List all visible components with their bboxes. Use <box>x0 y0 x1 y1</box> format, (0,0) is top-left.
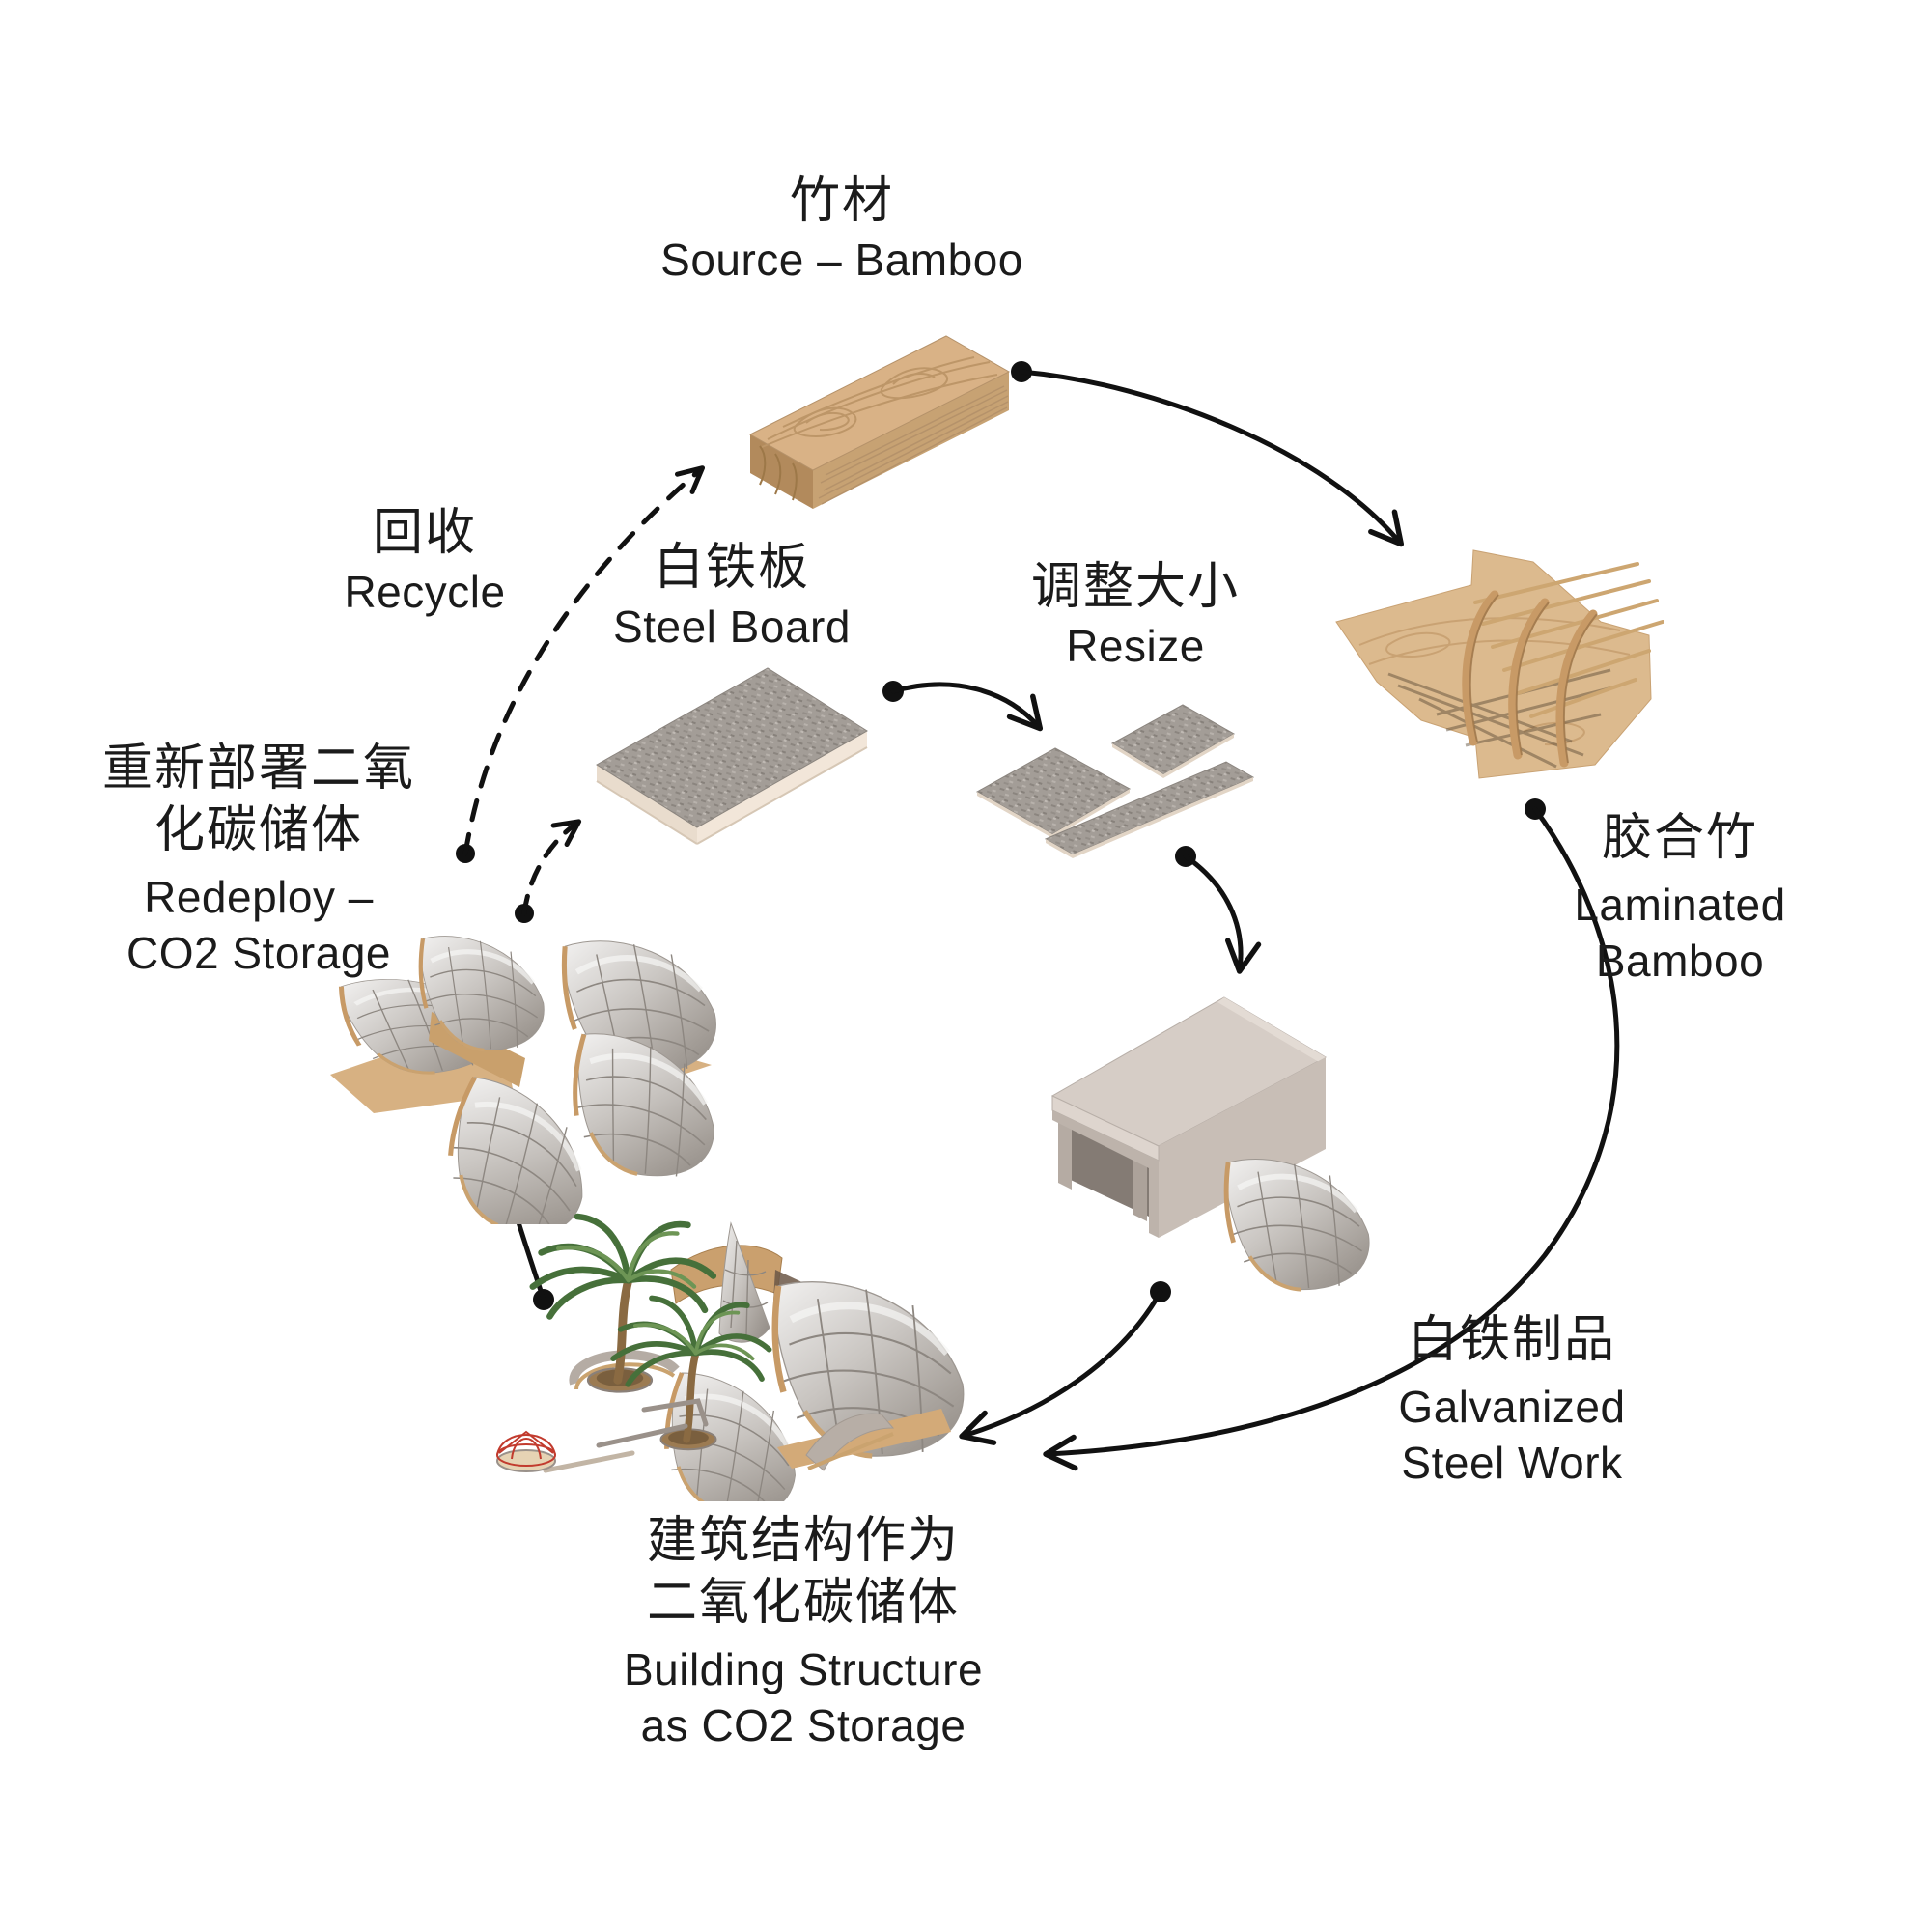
label-galvanized: 白铁制品 Galvanized Steel Work <box>1398 1309 1625 1491</box>
label-redeploy-en1: Redeploy – <box>144 872 374 922</box>
label-laminated: 胶合竹 Laminated Bamboo <box>1574 807 1785 989</box>
red-wireframe-dome <box>496 1430 556 1467</box>
cut-steel-plates-illustration <box>975 704 1255 858</box>
arrow-redeploy-to-steelboard <box>515 819 582 923</box>
arrow-galvanized-to-building <box>959 1281 1171 1445</box>
steel-board-illustration <box>596 667 868 845</box>
label-resize-zh: 调整大小 <box>1030 559 1241 615</box>
label-building-zh1: 建筑结构作为 <box>646 1513 960 1569</box>
label-laminated-en1: Laminated <box>1574 880 1786 930</box>
label-galvanized-en1: Galvanized <box>1398 1382 1626 1432</box>
arrow-steelboard-to-resize <box>882 681 1044 732</box>
arrow-resize-to-galvanized <box>1175 846 1262 974</box>
pavilion-scene-illustration <box>496 1212 1023 1501</box>
arrow-redeploy-to-source <box>456 465 706 863</box>
label-resize-en: Resize <box>1066 621 1205 671</box>
label-building-en1: Building Structure <box>623 1644 984 1694</box>
arrow-laminated-to-building <box>1043 798 1620 1471</box>
label-steel-board-en: Steel Board <box>613 602 851 652</box>
label-steel-board-zh: 白铁板 <box>653 540 811 596</box>
label-recycle: 回收 Recycle <box>344 502 505 620</box>
label-laminated-en2: Bamboo <box>1595 936 1765 986</box>
label-building-en2: as CO2 Storage <box>640 1700 966 1750</box>
label-recycle-zh: 回收 <box>372 505 478 561</box>
label-resize: 调整大小 Resize <box>1031 556 1240 674</box>
laminated-bamboo-frame-illustration <box>1335 549 1664 779</box>
label-source: 竹材 Source – Bamboo <box>660 170 1023 288</box>
shell-modules-illustration <box>330 915 731 1224</box>
label-laminated-zh: 胶合竹 <box>1601 810 1759 866</box>
label-redeploy-en2: CO2 Storage <box>126 928 391 978</box>
arrow-source-to-laminated <box>1011 361 1405 547</box>
label-galvanized-zh: 白铁制品 <box>1407 1312 1617 1368</box>
label-building-zh2: 二氧化碳储体 <box>646 1575 960 1631</box>
label-galvanized-en2: Steel Work <box>1401 1438 1623 1488</box>
label-source-zh: 竹材 <box>789 173 895 229</box>
label-source-en: Source – Bamboo <box>660 235 1023 285</box>
label-building: 建筑结构作为 二氧化碳储体 Building Structure as CO2 … <box>624 1510 983 1753</box>
label-steel-board: 白铁板 Steel Board <box>613 537 851 655</box>
label-redeploy-zh1: 重新部署二氧 <box>101 741 416 797</box>
label-redeploy: 重新部署二氧 化碳储体 Redeploy – CO2 Storage <box>102 738 415 981</box>
label-recycle-en: Recycle <box>344 567 506 617</box>
bamboo-plank-illustration <box>748 335 1011 509</box>
steel-box-and-shell-illustration <box>1050 996 1410 1303</box>
label-redeploy-zh2: 化碳储体 <box>154 802 364 858</box>
